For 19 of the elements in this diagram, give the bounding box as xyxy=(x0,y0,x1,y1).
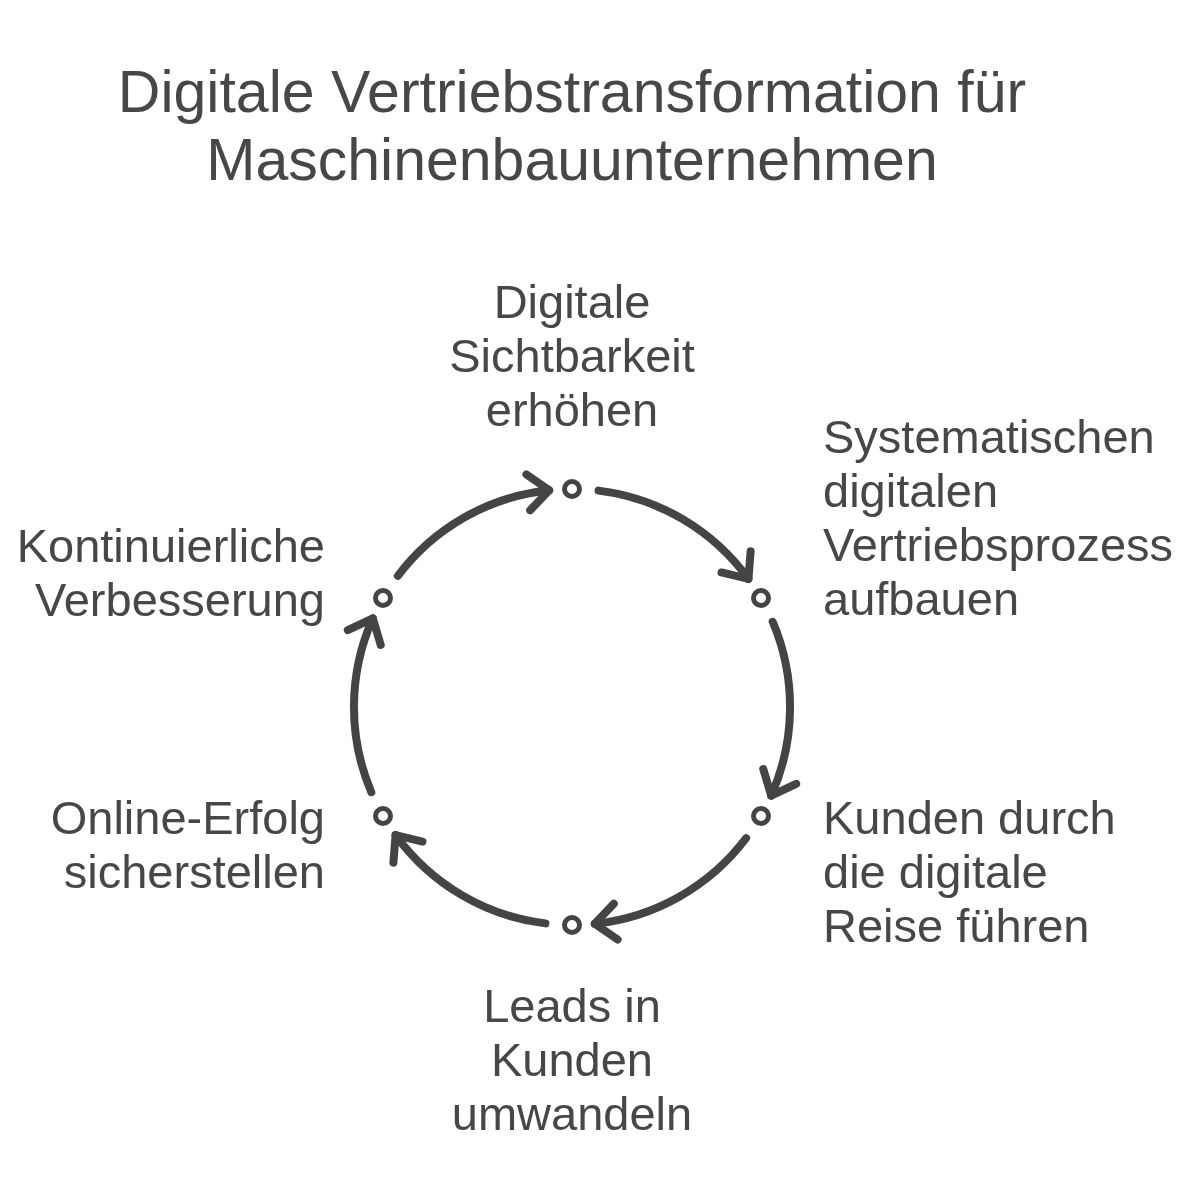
step-label: Digitale Sichtbarkeit erhöhen xyxy=(448,275,696,437)
step-label: Kontinuierliche Verbesserung xyxy=(15,519,325,627)
curved-arrow xyxy=(590,834,751,943)
ring-dot-icon xyxy=(561,914,583,936)
curved-arrow xyxy=(344,614,387,797)
step-label: Systematischen digitalen Vertriebsprozess aufbauen xyxy=(823,410,1175,626)
ring-dot-icon xyxy=(561,478,583,500)
ring-dot-icon xyxy=(749,805,772,827)
ring-dot-icon xyxy=(749,587,772,609)
step-label: Online-Erfolg sicherstellen xyxy=(49,791,325,899)
step-label: Leads in Kunden umwandeln xyxy=(450,979,694,1141)
curved-arrow xyxy=(391,831,550,928)
curved-arrow xyxy=(393,471,554,580)
curved-arrow xyxy=(594,486,753,583)
ring-dot-icon xyxy=(372,587,395,609)
step-label: Kunden durch die digitale Reise führen xyxy=(823,791,1117,953)
curved-arrow xyxy=(757,617,800,800)
ring-dot-icon xyxy=(372,805,395,827)
diagram-title: Digitale Vertriebstransformation für Maschinenbauunternehmen xyxy=(116,58,1028,194)
